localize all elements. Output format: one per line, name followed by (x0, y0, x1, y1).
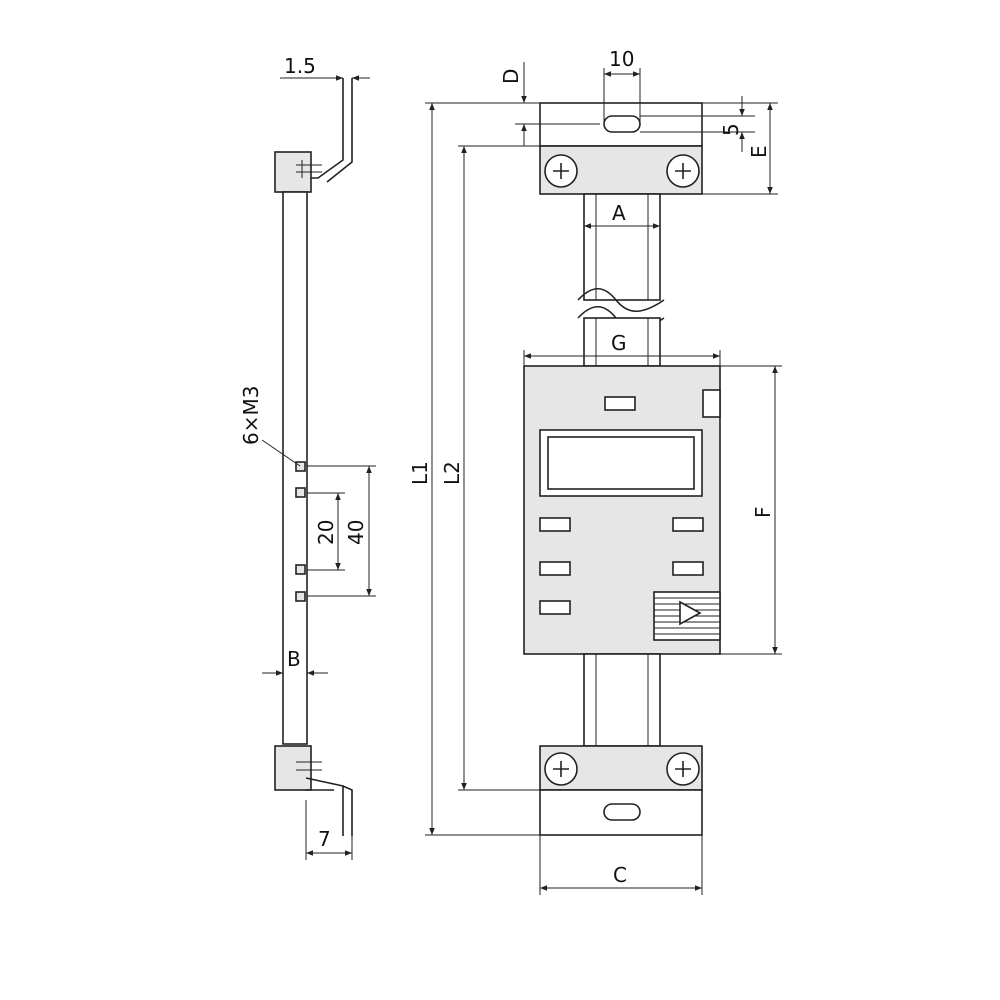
dim-1-5-label: 1.5 (284, 54, 316, 78)
screw-icon (666, 752, 700, 786)
lcd-inner (547, 436, 695, 490)
dim-l1-label: L1 (408, 461, 432, 485)
front-view: 10 D 5 E A G F L1 (408, 47, 782, 895)
button-left-3 (539, 600, 571, 615)
upper-rail (583, 193, 661, 301)
side-view: 1.5 6×M3 20 40 B 7 (239, 54, 376, 860)
indicator-top (604, 396, 636, 411)
slot (603, 115, 641, 133)
button-right-1 (672, 517, 704, 532)
screw-icon (544, 752, 578, 786)
screw-icon (544, 154, 578, 188)
dim-l2-label: L2 (440, 461, 464, 485)
button-left-1 (539, 517, 571, 532)
m3-stud (295, 591, 306, 602)
dim-c-label: C (613, 863, 627, 887)
break-line (577, 287, 665, 313)
dim-7-label: 7 (318, 827, 331, 851)
button-right-2 (672, 561, 704, 576)
m3-stud (295, 461, 306, 472)
dim-e-label: E (747, 145, 771, 158)
m3-stud (295, 487, 306, 498)
button-left-2 (539, 561, 571, 576)
dim-5-label: 5 (719, 123, 743, 136)
dim-g-label: G (611, 331, 627, 355)
dim-f-label: F (751, 506, 775, 518)
play-triangle-icon (679, 600, 702, 626)
bottom-clamp (274, 745, 312, 791)
m3-stud (295, 564, 306, 575)
dim-40-label: 40 (344, 520, 368, 545)
reader-side-tab (702, 389, 721, 418)
dim-a-label: A (612, 201, 626, 225)
dim-20-label: 20 (314, 520, 338, 545)
slot (603, 803, 641, 821)
screw-icon (666, 154, 700, 188)
dim-10-label: 10 (609, 47, 634, 71)
dim-d-label: D (499, 69, 523, 84)
dim-b-label: B (287, 647, 301, 671)
dim-6xm3-label: 6×M3 (239, 386, 263, 445)
lower-rail (583, 653, 661, 747)
